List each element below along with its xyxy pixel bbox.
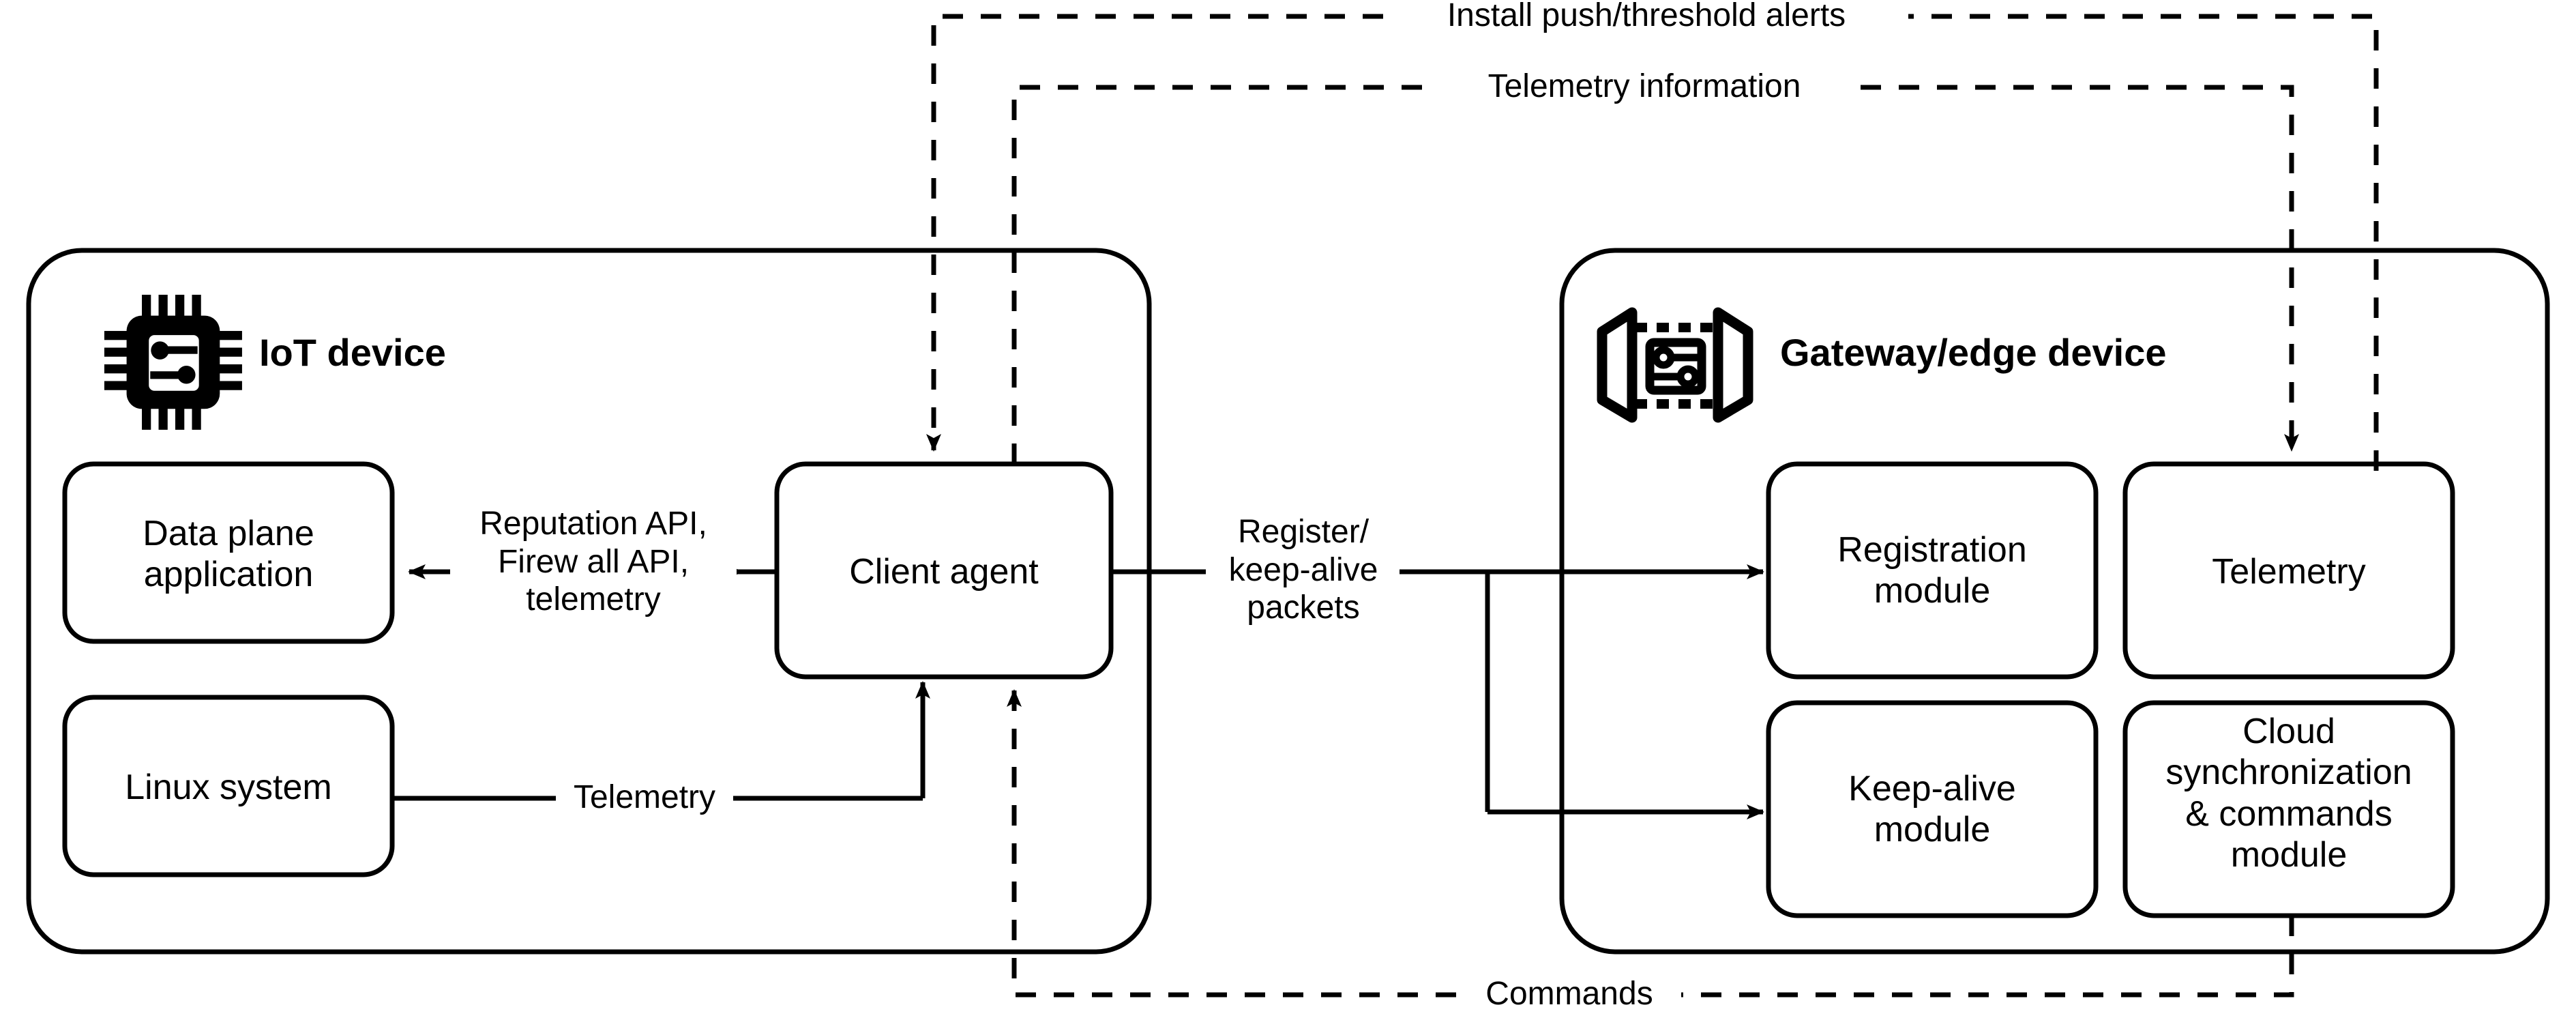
box-label-linux-system: Linux system xyxy=(125,768,332,807)
box-cloud-sync-module[interactable] xyxy=(2122,700,2455,918)
group-label-iot-device: IoT device xyxy=(259,331,446,374)
box-linux-system[interactable] xyxy=(62,695,395,877)
edge-telemetry-from-linux xyxy=(392,681,930,801)
box-data-plane-application[interactable] xyxy=(62,461,395,644)
box-label-cloud-sync-module: Cloud synchronization & commands module xyxy=(2165,712,2412,875)
edge-label-install-push-threshold-alerts: Install push/threshold alerts xyxy=(1385,0,1908,35)
edge-label-commands: Commands xyxy=(1460,975,1679,1013)
edge-label-telemetry-information: Telemetry information xyxy=(1430,68,1859,106)
box-telemetry-module[interactable] xyxy=(2122,461,2455,680)
box-label-client-agent: Client agent xyxy=(849,552,1039,592)
box-label-registration-module: Registration module xyxy=(1837,530,2027,611)
chip-icon xyxy=(104,295,242,430)
edge-label-reputation-firewall-telemetry: Reputation API, Firew all API, telemetry xyxy=(450,505,737,620)
box-registration-module[interactable] xyxy=(1766,461,2099,680)
box-label-data-plane-application: Data plane application xyxy=(143,514,314,595)
gateway-chip-icon xyxy=(1597,307,1753,423)
box-label-telemetry-module: Telemetry xyxy=(2212,552,2366,592)
edge-commands xyxy=(1007,689,2294,998)
group-label-gateway-edge-device: Gateway/edge device xyxy=(1780,331,2167,374)
edge-telemetry-information xyxy=(1011,85,2299,464)
box-label-keep-alive-module: Keep-alive module xyxy=(1848,769,2016,850)
edge-install-push-threshold-alerts xyxy=(926,14,2379,471)
box-keep-alive-module[interactable] xyxy=(1766,700,2099,918)
edge-label-register-keepalive-packets: Register/ keep-alive packets xyxy=(1207,513,1400,628)
edge-label-telemetry-from-linux: Telemetry xyxy=(556,779,733,817)
edge-register-keepalive-packets xyxy=(1111,564,1764,819)
